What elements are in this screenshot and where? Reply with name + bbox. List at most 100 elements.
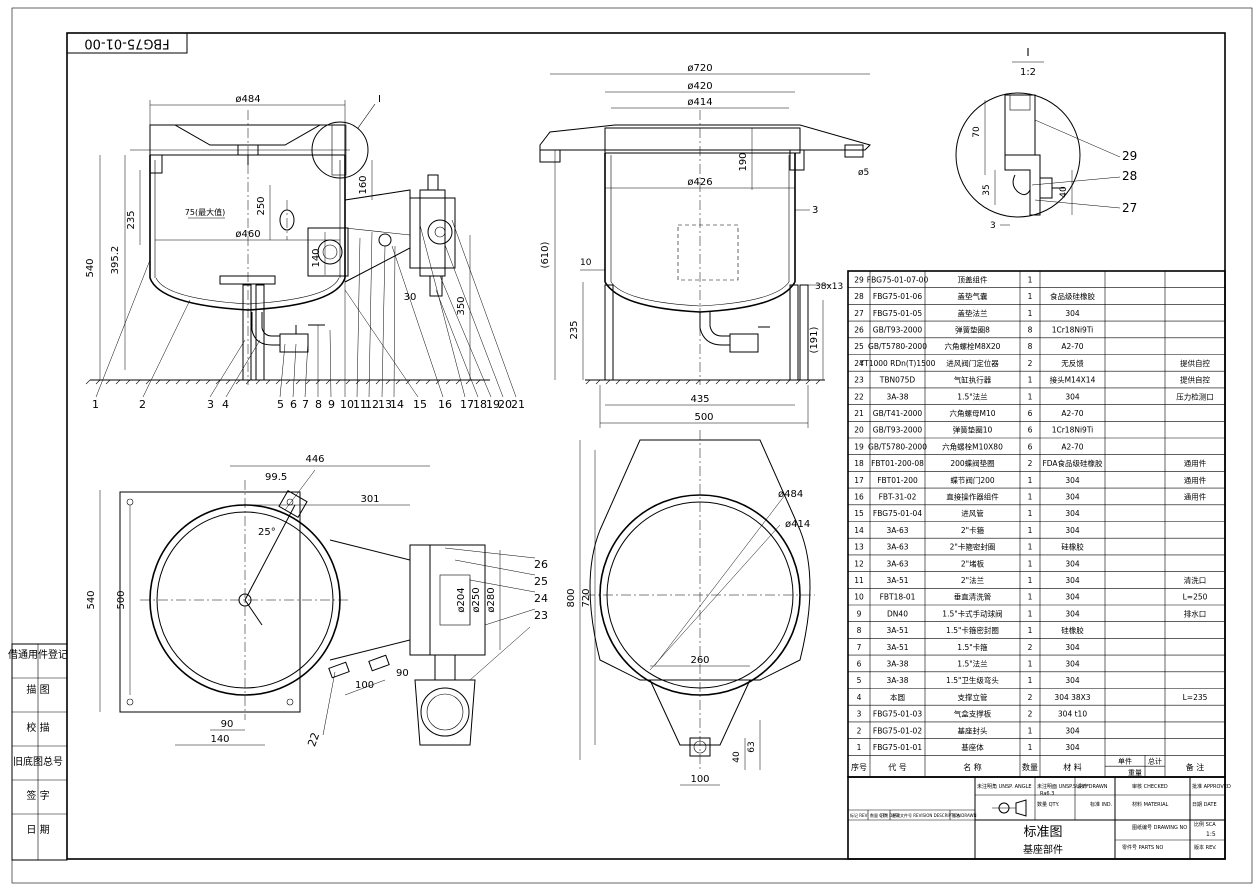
drawing-number-box: FBG75-01-00 (66, 32, 188, 54)
dim-label: 190 (738, 152, 749, 171)
dim-label: 350 (456, 296, 467, 315)
table-cell: 1.5"法兰 (957, 658, 988, 668)
table-cell: 304 (1065, 309, 1080, 318)
table-cell: 2"堵板 (961, 558, 985, 568)
dim-label: 90 (396, 668, 409, 679)
table-cell: 基座体 (961, 742, 984, 752)
left-box-label: 校 描 (26, 721, 49, 734)
dim-label: 540 (86, 590, 97, 609)
leader-number: 2 (139, 398, 146, 411)
table-cell: 304 (1065, 726, 1080, 735)
dim-label: 40 (1059, 186, 1069, 198)
title-small: 未注明角 UNSP. ANGLE (977, 783, 1032, 790)
detail-scale: 1:2 (1020, 67, 1036, 78)
table-cell: 进风阀门定位器 (946, 358, 999, 368)
table-cell: 21 (854, 409, 864, 418)
table-cell: 1Cr18Ni9Ti (1052, 426, 1094, 435)
table-cell: 垂直清洗管 (954, 592, 992, 602)
left-box-label: 旧底图总号 (13, 755, 63, 768)
table-cell: 1 (1028, 743, 1033, 752)
title-small: 标记 REV (850, 812, 868, 818)
part-number: 28 (1122, 169, 1137, 183)
part-number: 29 (1122, 149, 1137, 163)
table-cell: 1 (1028, 626, 1033, 635)
table-cell: 304 (1065, 659, 1080, 668)
leader-number: 5 (277, 398, 284, 411)
table-cell: 304 38X3 (1054, 693, 1090, 702)
table-cell: FBG75-01-04 (873, 509, 922, 518)
table-cell: 1 (1028, 309, 1033, 318)
table-cell: 提供自控 (1180, 358, 1210, 368)
table-cell: 304 (1065, 743, 1080, 752)
table-cell: 1.5"法兰 (957, 391, 988, 401)
table-cell: 1 (1028, 559, 1033, 568)
table-cell: 2 (857, 726, 862, 735)
leader-number: 24 (534, 592, 548, 605)
table-cell: 3A-38 (887, 392, 909, 401)
table-cell: 3A-38 (887, 676, 909, 685)
table-cell: 25 (854, 342, 864, 351)
table-cell: 顶盖组件 (958, 274, 988, 284)
detail-callout-circle (311, 121, 369, 179)
table-cell: 3A-63 (887, 526, 909, 535)
table-header: 重量 (1128, 769, 1142, 777)
dim-label: ø484 (778, 489, 803, 500)
table-cell: 通用件 (1184, 458, 1207, 468)
leader-number: 22 (305, 731, 322, 749)
table-cell: 304 (1065, 676, 1080, 685)
title-small: Ra6.3 (1040, 791, 1054, 797)
title-small: 1:5 (1206, 831, 1216, 838)
table-cell: FBG75-01-07-00 (867, 275, 929, 284)
left-box-label: 日 期 (26, 824, 49, 836)
dim-label: 38x13 (815, 282, 843, 292)
table-cell: 基座封头 (958, 725, 988, 735)
table-cell: GB/T5780-2000 (868, 342, 927, 351)
table-header: 序号 (851, 762, 867, 772)
leader-number: 6 (290, 398, 297, 411)
table-cell: 通用件 (1184, 475, 1207, 485)
leader-number: 9 (328, 398, 335, 411)
table-cell: 1 (1028, 576, 1033, 585)
side-view: ø720 ø420 ø414 190 ø426 (610) 235 10 435… (539, 63, 871, 428)
table-cell: 6 (1028, 409, 1033, 418)
table-cell: 2"法兰 (961, 575, 985, 585)
table-cell: 1.5"卡箍密封圈 (946, 625, 999, 635)
table-cell: 1.5"卡式手动球阀 (942, 608, 1002, 618)
table-cell: 3A-51 (887, 643, 909, 652)
table-cell: 20 (854, 426, 864, 435)
table-cell: 304 (1065, 492, 1080, 501)
plan-view: 446 99.5 301 25° 540 500 ø204 ø250 ø280 … (86, 454, 548, 748)
table-cell: FBG75-01-05 (873, 309, 922, 318)
leader-number: 16 (438, 398, 452, 411)
leader-number: 8 (315, 398, 322, 411)
leader-number: 15 (413, 398, 427, 411)
dim-label: (610) (540, 241, 551, 268)
table-cell: 盖垫法兰 (958, 308, 988, 318)
table-cell: 22 (854, 392, 864, 401)
table-cell: 1 (1028, 509, 1033, 518)
table-cell: 盖垫气囊 (958, 291, 988, 301)
table-cell: YT1000 RDn(T)1500 (859, 359, 936, 368)
table-cell: 2 (1028, 710, 1033, 719)
title-block: 未注明角 UNSP. ANGLE 未注明面 UNSP.SURFF 设计 DRAW… (847, 776, 1231, 860)
dim-label: 160 (358, 175, 369, 194)
dim-label: 3 (990, 221, 996, 231)
part-number: 27 (1122, 201, 1137, 215)
left-box-label: 描 图 (26, 683, 49, 696)
table-cell: FBT-31-02 (879, 492, 917, 501)
title-small: 图纸编号 DRAWING NO (1132, 824, 1187, 831)
title-small: 数量 QTY (870, 812, 888, 818)
table-cell: 1Cr18Ni9Ti (1052, 325, 1094, 334)
leader-number: 18 (473, 398, 487, 411)
table-cell: 1 (1028, 292, 1033, 301)
table-cell: A2-70 (1061, 442, 1083, 451)
table-cell: 1 (1028, 526, 1033, 535)
table-cell: FBT18-01 (880, 593, 916, 602)
table-header: 名 称 (963, 762, 982, 772)
title-small: 比例 SCA (1194, 821, 1216, 828)
dim-label: 446 (305, 454, 324, 465)
table-cell: 进风管 (961, 508, 984, 518)
dim-label: 140 (210, 734, 229, 745)
dim-label: 75(最大值) (185, 207, 225, 217)
